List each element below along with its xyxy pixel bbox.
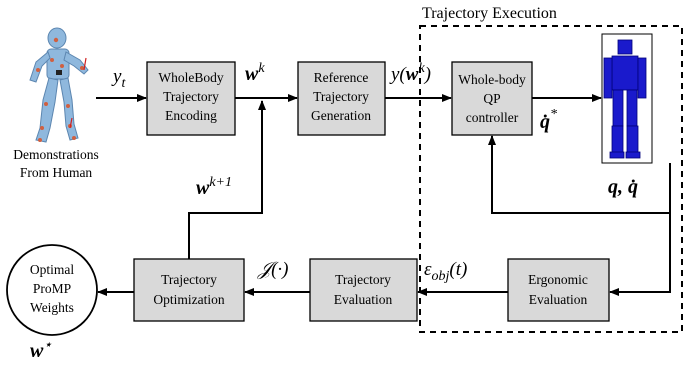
ergonomic-line2: Evaluation	[529, 292, 588, 307]
trajectory-execution-title: Trajectory Execution	[422, 5, 557, 22]
arrow-optimization-to-encoding-link	[188, 100, 266, 259]
optimization-line2: Optimization	[153, 292, 224, 307]
trajectory-execution-region	[419, 25, 683, 333]
label-y-t: yt	[111, 66, 126, 91]
reference-line2: Trajectory	[313, 89, 369, 104]
wholebody-encoding-box	[146, 61, 236, 136]
trajectory-optimization-box	[133, 258, 245, 322]
encoding-line3: Encoding	[165, 108, 217, 123]
trajectory-evaluation-box	[309, 258, 418, 322]
demonstrations-label-line1: Demonstrations	[13, 147, 99, 162]
label-q-qdot: q, q̇	[608, 176, 638, 198]
label-w-k-plus-1: wk+1	[196, 175, 232, 199]
optimization-line1: Trajectory	[161, 272, 217, 287]
reference-line3: Generation	[311, 108, 371, 123]
ergonomic-evaluation-box	[507, 258, 610, 322]
label-J: 𝒥(·)	[257, 259, 289, 280]
label-eps-obj: εobj(t)	[424, 259, 467, 284]
weights-line1: Optimal	[30, 262, 74, 277]
evaluation-line2: Evaluation	[334, 292, 393, 307]
qp-line3: controller	[466, 110, 519, 125]
encoding-line2: Trajectory	[163, 89, 219, 104]
label-w-star: w⋆	[30, 338, 52, 362]
human-demonstration-figure	[29, 27, 89, 143]
weights-line2: ProMP	[33, 281, 71, 296]
arrow-feedback-to-qp	[488, 135, 670, 214]
weights-line3: Weights	[30, 300, 74, 315]
arrow-robot-to-ergonomic	[609, 163, 671, 296]
encoding-line1: WholeBody	[158, 70, 223, 85]
demonstrations-label-line2: From Human	[20, 165, 93, 180]
robot-figure	[601, 33, 653, 164]
label-q-dot-star: q̇*	[540, 107, 557, 133]
label-w-k: wk	[245, 61, 265, 85]
evaluation-line1: Trajectory	[335, 272, 391, 287]
label-y-w-k: y(wk)	[389, 61, 431, 85]
reference-line1: Reference	[314, 70, 369, 85]
ergonomic-line1: Ergonomic	[528, 272, 588, 287]
qp-line2: QP	[483, 91, 500, 106]
qp-line1: Whole-body	[458, 72, 526, 87]
